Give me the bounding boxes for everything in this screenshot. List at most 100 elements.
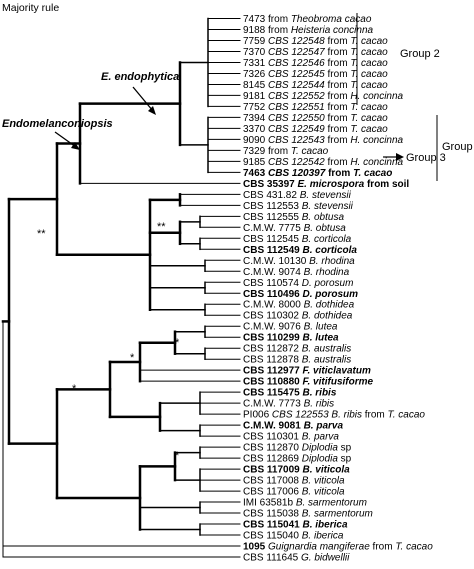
taxon-label: C.M.W. 9081 B. parva (243, 421, 343, 432)
taxon-label: CBS 112549 B. corticola (243, 245, 357, 256)
taxon-label-part: T. cacao (350, 124, 388, 135)
tree-branches (1, 17, 241, 558)
taxon-label-part: CBS 122552 (268, 91, 325, 102)
taxon-label: C.M.W. 7773 B. ribis (243, 399, 334, 410)
taxon-label-part: H. concinna (350, 157, 403, 168)
taxon-label-part: CBS 110299 (243, 333, 303, 344)
taxon-label-part: C.M.W. 9074 (243, 267, 304, 278)
taxon-label-part: 1095 (243, 542, 266, 553)
taxon-label: CBS 431.82 B. stevensii (243, 190, 352, 201)
taxon-label: 7759 CBS 122548 from T. cacao (243, 36, 388, 47)
taxon-label: PI006 CBS 122553 B. ribis from T. cacao (243, 410, 425, 421)
taxon-label-part: CBS 110301 (243, 432, 302, 443)
taxon-label-part: B. dothidea (304, 300, 355, 311)
group1-label: Group 1 (442, 141, 474, 153)
taxon-label-part: CBS 115038 (243, 509, 302, 520)
taxon-label-part: CBS 117008 (243, 476, 302, 487)
taxon-label: CBS 115041 B. iberica (243, 520, 348, 531)
taxon-label-part: from (325, 168, 353, 179)
taxon-label: 7326 CBS 122545 from T. cacao (243, 69, 388, 80)
taxon-label: 7331 CBS 122546 from T. cacao (243, 58, 388, 69)
taxon-label-part: CBS 117006 (243, 487, 302, 498)
taxon-label-part: from (325, 58, 351, 69)
support-value: ** (37, 228, 46, 240)
taxon-label-part: Diplodia (302, 454, 339, 465)
taxon-label-part: CBS 112555 (243, 212, 302, 223)
taxon-label-part: CBS 122553 B. ribis (272, 410, 362, 421)
taxon-label-part: 7329 from (243, 146, 291, 157)
taxon-label-part: CBS 115475 (243, 388, 303, 399)
taxon-label-part: C.M.W. 7773 (243, 399, 304, 410)
taxon-label-part: B. lutea (303, 333, 340, 344)
taxon-label-part: CBS 112870 (243, 443, 302, 454)
taxon-label: CBS 112553 B. stevensii (243, 201, 354, 212)
taxon-label-part: from (325, 157, 351, 168)
taxon-label-part: 9188 from (243, 25, 291, 36)
taxon-label-part: from (325, 113, 351, 124)
taxon-label-part: CBS 122544 (268, 80, 325, 91)
taxon-label-part: from soil (364, 179, 409, 190)
taxon-label-part: B. sarmentorum (296, 498, 367, 509)
taxon-label-part: B. obtusa (302, 212, 345, 223)
taxon-label-part: B. iberica (303, 520, 348, 531)
taxon-label-part: B. parva (304, 421, 344, 432)
taxon-label-part: CBS 112545 (243, 234, 302, 245)
taxon-label: CBS 110574 D. porosum (243, 278, 353, 289)
taxon-label-part: 9185 (243, 157, 268, 168)
taxon-label-part: B. stevensii (300, 190, 352, 201)
taxon-label-part: CBS 115040 (243, 531, 302, 542)
arrow-endomelanconiopsis-icon (54, 131, 80, 150)
taxon-label-part: 7463 (243, 168, 268, 179)
taxon-label-part: CBS 115041 (243, 520, 303, 531)
taxon-label-part: CBS 120397 (268, 168, 326, 179)
taxon-label-part: C.M.W. 10130 (243, 256, 309, 267)
taxon-label-part: CBS 431.82 (243, 190, 300, 201)
taxon-label: CBS 112878 B. australis (243, 355, 351, 366)
taxon-label: CBS 35397 E. microspora from soil (243, 179, 409, 190)
taxon-label-part: D. porosum (302, 278, 354, 289)
header-title: Majority rule (2, 2, 59, 14)
taxon-label-part: from (362, 410, 388, 421)
taxon-label-part: G. bidwellii (301, 553, 350, 564)
taxon-label: 8145 CBS 122544 from T. cacao (243, 80, 388, 91)
taxon-label-part: C.M.W. 8000 (243, 300, 304, 311)
taxon-label-part: sp (338, 454, 352, 465)
taxon-label-part: from (325, 102, 351, 113)
taxon-label-part: B. parva (302, 432, 340, 443)
taxon-label-part: E. microspora (297, 179, 364, 190)
taxon-label: CBS 117009 B. viticola (243, 465, 350, 476)
taxon-label-part: CBS 112549 (243, 245, 303, 256)
taxon-label: CBS 112870 Diplodia sp (243, 443, 352, 454)
taxon-label-part: Guignardia mangiferae (268, 542, 370, 553)
taxon-label-part: CBS 122545 (268, 69, 325, 80)
group3-label: Group 3 (406, 152, 446, 164)
taxon-label-part: 7394 (243, 113, 268, 124)
taxon-label-part: from (325, 124, 351, 135)
taxon-label-part: F. vitifusiforme (303, 377, 374, 388)
support-value: * (175, 450, 180, 462)
taxon-label-part: H. concinna (350, 135, 403, 146)
taxon-label: CBS 117008 B. viticola (243, 476, 345, 487)
taxon-label-part: from (325, 80, 351, 91)
taxon-label-part: B. viticola (303, 465, 351, 476)
support-value: * (175, 337, 180, 349)
taxon-label-part: CBS 110574 (243, 278, 302, 289)
taxon-label: CBS 112545 B. corticola (243, 234, 352, 245)
taxon-label-part: Diplodia (302, 443, 339, 454)
taxon-label-part: CBS 122549 (268, 124, 325, 135)
taxon-label-part: B. viticola (302, 476, 345, 487)
taxon-label-part: sp (338, 443, 352, 454)
taxon-label-part: CBS 111645 (243, 553, 301, 564)
taxon-label-part: CBS 122548 (268, 36, 325, 47)
taxon-label-part: T. cacao (291, 146, 329, 157)
taxon-label-part: from (325, 91, 351, 102)
taxon-label-part: T. cacao (350, 102, 388, 113)
taxon-label-part: CBS 122547 (268, 47, 325, 58)
taxon-label-part: B. australis (302, 344, 351, 355)
taxon-label-part: T. cacao (353, 168, 392, 179)
taxon-label-part: 8145 (243, 80, 268, 91)
taxon-label-part: F. viticlavatum (303, 366, 371, 377)
taxon-label: 3370 CBS 122549 from T. cacao (243, 124, 388, 135)
taxon-label-part: CBS 117009 (243, 465, 303, 476)
taxon-label: 9090 CBS 122543 from H. concinna (243, 135, 404, 146)
